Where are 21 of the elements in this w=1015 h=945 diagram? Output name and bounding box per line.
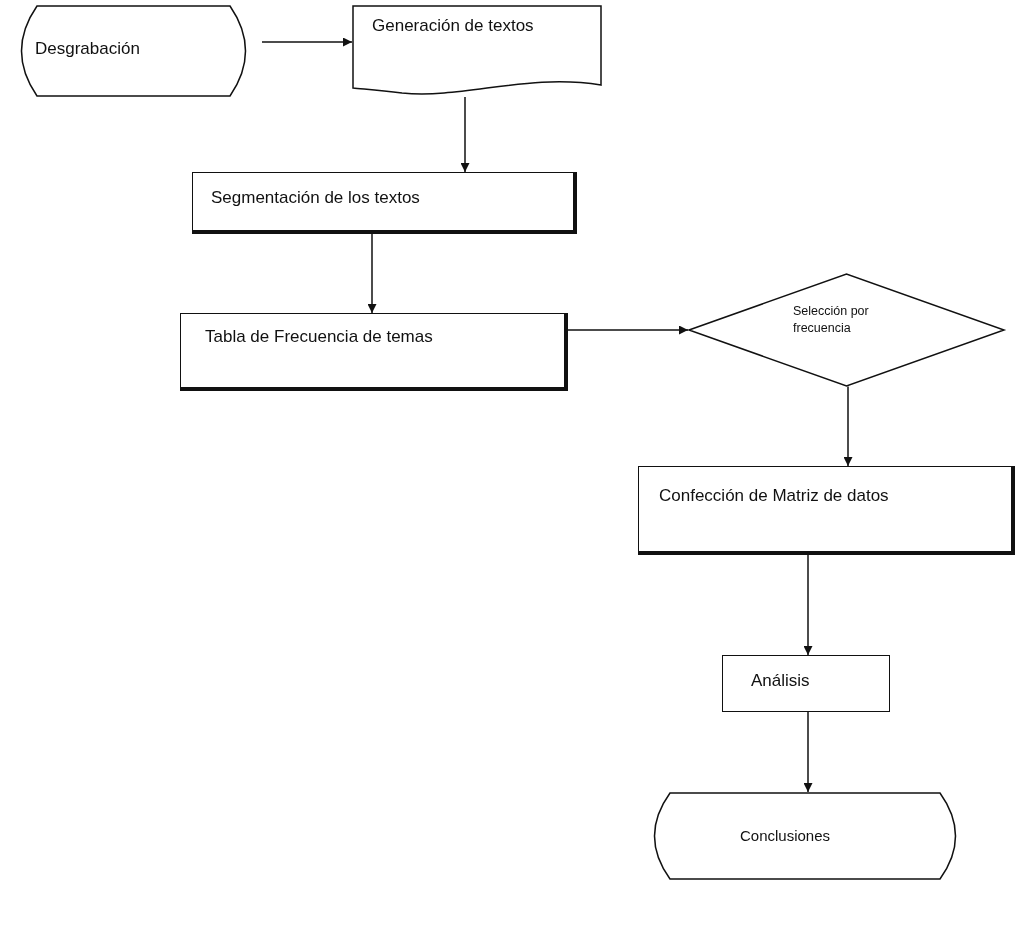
arrow [803,554,813,656]
node-label: Segmentación de los textos [211,187,421,209]
node-label: Tabla de Frecuencia de temas [205,326,434,348]
process-box [722,655,890,712]
document-shape [352,5,602,97]
node-label: Conclusiones [740,826,832,846]
node-label: Confección de Matriz de datos [659,485,890,507]
process-box [192,172,577,234]
node-label: Selección por frecuencia [793,303,870,337]
arrow [261,37,353,47]
node-label: Análisis [751,670,811,692]
arrow [460,96,470,173]
node-label: Desgrabación [35,38,141,60]
arrow [843,385,853,467]
node-label: Generación de textos [372,15,535,37]
arrow [367,233,377,314]
process-box [180,313,568,391]
decision-diamond [688,273,1005,387]
arrow [803,711,813,793]
arrow [567,325,689,335]
process-box [638,466,1015,555]
